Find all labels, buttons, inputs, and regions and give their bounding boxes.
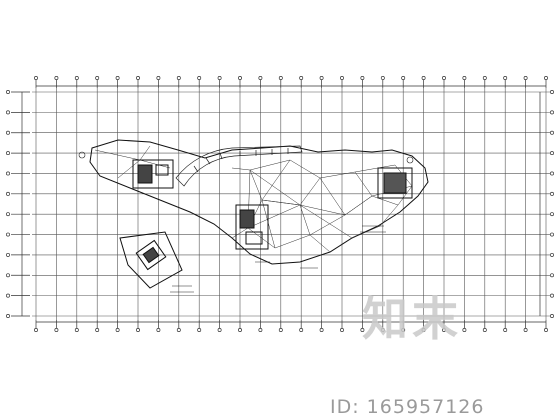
- axis-bubble-bottom: [136, 328, 140, 332]
- axis-bubble-bottom: [360, 328, 365, 332]
- axis-bubble-right: [550, 212, 554, 217]
- axis-bubble-bottom: [340, 328, 344, 332]
- axis-bubble-right: [550, 90, 554, 94]
- axis-bubble-right: [550, 191, 554, 196]
- axis-bubble-top: [544, 76, 548, 80]
- axis-bubble-top: [176, 76, 181, 80]
- axis-bubble-bottom: [380, 328, 385, 332]
- axis-bubble-bottom: [176, 328, 181, 332]
- axis-bubble-top: [156, 76, 161, 80]
- axis-bubble-top: [115, 76, 120, 80]
- building-central: [235, 204, 269, 250]
- axis-bubble-bottom: [74, 328, 79, 332]
- annotation-marks: [78, 151, 414, 293]
- axis-bubble-top: [380, 76, 385, 80]
- axis-bubble-top: [421, 76, 426, 80]
- axis-bubble-top: [482, 76, 487, 80]
- axis-bubble-top: [197, 76, 202, 80]
- axis-bubble-right: [550, 110, 554, 115]
- axis-bubble-top: [462, 76, 467, 80]
- axis-bubble-left: [6, 293, 10, 298]
- axis-bubble-bottom: [217, 328, 222, 332]
- watermark-logo: 知末: [362, 292, 462, 346]
- axis-bubble-right: [550, 293, 554, 298]
- axis-bubble-left: [6, 232, 10, 237]
- axis-bubble-bottom: [462, 328, 467, 332]
- axis-bubble-bottom: [197, 328, 202, 332]
- building-east: [377, 167, 413, 199]
- axis-bubble-bottom: [401, 328, 406, 332]
- axis-bubble-left: [6, 191, 10, 196]
- axis-bubble-bottom: [523, 328, 528, 332]
- axis-bubble-bottom: [156, 328, 161, 332]
- axis-bubble-top: [401, 76, 406, 80]
- axis-bubble-right: [550, 252, 554, 257]
- axis-bubble-left: [6, 90, 10, 94]
- walkway-bridge: [175, 145, 303, 187]
- axis-bubble-top: [278, 76, 283, 80]
- axis-bubble-left: [6, 130, 10, 135]
- column-grid: [32, 88, 550, 320]
- axis-bubble-right: [550, 314, 554, 318]
- canopy-triangulation: [94, 145, 413, 253]
- axis-bubble-bottom: [503, 328, 508, 332]
- watermark-id: ID: 165957126: [330, 396, 485, 418]
- axis-bubble-top: [360, 76, 365, 80]
- axis-bubble-bottom: [258, 328, 263, 332]
- axis-bubble-bottom: [442, 328, 446, 332]
- axis-bubble-bottom: [115, 328, 120, 332]
- axis-bubble-top: [54, 76, 59, 80]
- axis-bubble-right: [550, 151, 554, 156]
- axis-bubble-left: [6, 252, 10, 257]
- building-west: [132, 159, 174, 189]
- axis-bubble-right: [550, 130, 554, 135]
- axis-bubble-bottom: [34, 328, 38, 332]
- grid-axis-markers: [6, 76, 554, 332]
- axis-bubble-top: [523, 76, 528, 80]
- axis-bubble-bottom: [421, 328, 426, 332]
- axis-bubble-top: [74, 76, 79, 80]
- axis-bubble-top: [95, 76, 100, 80]
- axis-bubble-left: [6, 110, 10, 115]
- axis-bubble-top: [136, 76, 140, 80]
- island-boundary: [89, 139, 429, 265]
- axis-bubble-bottom: [299, 328, 304, 332]
- axis-bubble-bottom: [238, 328, 242, 332]
- axis-bubble-top: [217, 76, 222, 80]
- axis-bubble-top: [503, 76, 508, 80]
- axis-bubble-top: [258, 76, 263, 80]
- axis-bubble-top: [34, 76, 38, 80]
- axis-bubble-bottom: [544, 328, 548, 332]
- axis-bubble-bottom: [278, 328, 283, 332]
- axis-bubble-left: [6, 151, 10, 156]
- detached-island: [119, 231, 183, 289]
- axis-bubble-right: [550, 171, 554, 176]
- axis-bubble-right: [550, 232, 554, 237]
- axis-bubble-bottom: [54, 328, 59, 332]
- axis-bubble-left: [6, 273, 10, 278]
- axis-bubble-left: [6, 171, 10, 176]
- axis-bubble-bottom: [319, 328, 324, 332]
- axis-bubble-bottom: [95, 328, 100, 332]
- axis-bubble-top: [319, 76, 324, 80]
- axis-bubble-top: [340, 76, 344, 80]
- axis-bubble-bottom: [482, 328, 487, 332]
- axis-bubble-top: [238, 76, 242, 80]
- axis-bubble-left: [6, 314, 10, 318]
- axis-bubble-top: [442, 76, 446, 80]
- axis-bubble-left: [6, 212, 10, 217]
- axis-bubble-right: [550, 273, 554, 278]
- axis-bubble-top: [299, 76, 304, 80]
